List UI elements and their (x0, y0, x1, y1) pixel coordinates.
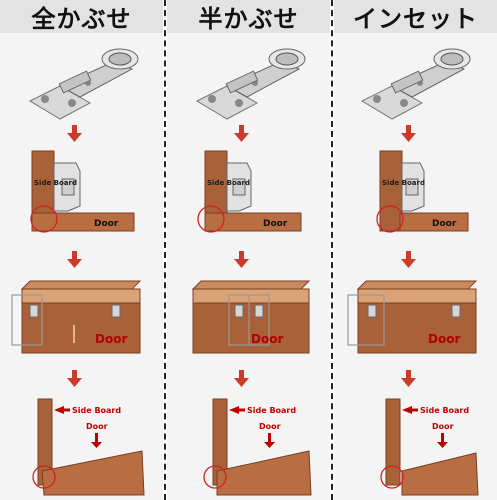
side-board-label: Side Board (207, 179, 250, 187)
column-title-full-overlay: 全かぶせ (0, 0, 163, 33)
cabinet-door-label: Door (428, 332, 460, 346)
down-arrow-icon (234, 251, 249, 268)
diagram-door-label: Door (432, 422, 454, 431)
diagram-door-label: Door (86, 422, 108, 431)
diagram-door-label: Door (259, 422, 281, 431)
open-door-diagram: Side Board Door (32, 398, 145, 496)
down-arrow-icon (234, 125, 249, 142)
hinge-icon (360, 48, 471, 120)
down-arrow-icon (401, 125, 416, 142)
down-arrow-icon (67, 251, 82, 268)
side-view-diagram: Side Board Door (197, 150, 302, 233)
diagram-side-board-label: Side Board (420, 406, 469, 415)
column-bg-half-overlay (167, 33, 330, 500)
hinge-icon (195, 48, 306, 120)
column-half-overlay: Side Board Door Door Side Boar (167, 33, 330, 500)
column-title-inset: インセット (334, 0, 497, 33)
column-inset: Side Board Door Door Side Board (334, 33, 497, 500)
column-bg-full-overlay (0, 33, 163, 500)
column-title-half-overlay: 半かぶせ (167, 0, 330, 33)
door-label: Door (263, 219, 288, 229)
down-arrow-icon (67, 125, 82, 142)
side-board-label: Side Board (382, 179, 425, 187)
open-door-diagram: Side Board Door (203, 398, 312, 496)
cabinet-door-label: Door (251, 332, 283, 346)
column-divider-2 (331, 0, 333, 500)
cabinet-diagram: Door (11, 280, 142, 354)
header-row: 全かぶせ 半かぶせ インセット (0, 0, 497, 33)
side-board-label: Side Board (34, 179, 77, 187)
column-full-overlay: Side Board Door Door (0, 33, 163, 500)
down-arrow-icon (401, 370, 416, 387)
side-view-diagram: Side Board Door (376, 150, 469, 233)
door-label: Door (432, 219, 457, 229)
door-label: Door (94, 219, 119, 229)
side-view-diagram: Side Board Door (30, 150, 135, 233)
diagram-side-board-label: Side Board (72, 406, 121, 415)
cabinet-diagram: Door (191, 280, 311, 354)
column-divider-1 (164, 0, 166, 500)
cabinet-diagram: Door (347, 280, 478, 354)
open-door-diagram: Side Board Door (380, 398, 479, 496)
down-arrow-icon (401, 251, 416, 268)
column-bg-inset (334, 33, 497, 500)
down-arrow-icon (67, 370, 82, 387)
down-arrow-icon (234, 370, 249, 387)
diagram-side-board-label: Side Board (247, 406, 296, 415)
cabinet-door-label: Door (95, 332, 127, 346)
hinge-icon (28, 48, 139, 120)
